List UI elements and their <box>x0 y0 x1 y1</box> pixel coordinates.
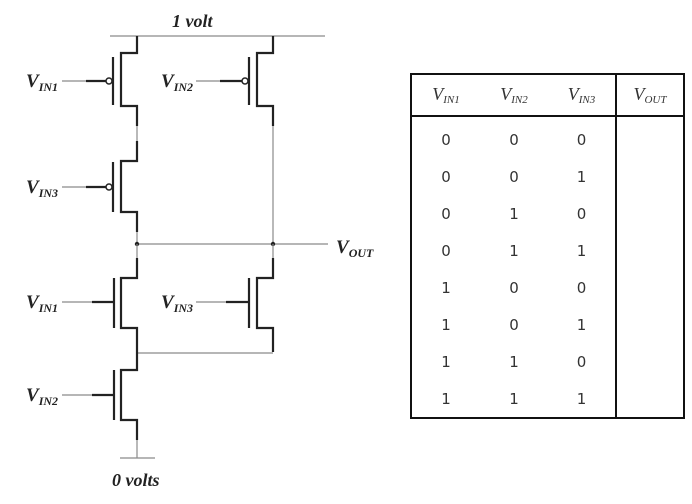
cell-vout[interactable] <box>615 380 684 418</box>
table-row: 0 1 1 <box>411 232 684 269</box>
cell-vin2: 1 <box>509 204 519 223</box>
header-vout: VOUT <box>615 74 684 117</box>
header-vin3: VIN3 <box>548 74 616 117</box>
cell-vout[interactable] <box>615 232 684 269</box>
cell-vin1: 1 <box>441 389 451 408</box>
nmos-transistor-in1: VIN1 <box>26 258 139 352</box>
cell-vin1: 1 <box>441 352 451 371</box>
gate-label-nmos-in1: VIN1 <box>26 292 58 315</box>
gate-label-pmos-in1: VIN1 <box>26 71 58 94</box>
gate-label-pmos-in3: VIN3 <box>26 177 58 200</box>
cell-vout[interactable] <box>615 343 684 380</box>
table-row: 0 1 0 <box>411 195 684 232</box>
cell-vin3: 1 <box>576 167 587 186</box>
cell-vin2: 0 <box>509 130 519 149</box>
cell-vout[interactable] <box>615 195 684 232</box>
cell-vin2: 0 <box>509 315 519 334</box>
cell-vout[interactable] <box>615 116 684 158</box>
cell-vin3: 1 <box>576 389 587 408</box>
output-label: VOUT <box>336 237 374 260</box>
pmos-transistor-in2: VIN2 <box>161 36 275 126</box>
nmos-transistor-in3: VIN3 <box>161 258 275 352</box>
pmos-transistor-in1: VIN1 <box>26 36 139 126</box>
nmos-transistor-in2: VIN2 <box>26 352 139 440</box>
cell-vin1: 0 <box>441 241 451 260</box>
cell-vin3: 1 <box>576 241 587 260</box>
cell-vin1: 0 <box>441 167 451 186</box>
cell-vin3: 0 <box>576 204 587 223</box>
table-row: 1 0 1 <box>411 306 684 343</box>
table-row: 0 0 1 <box>411 158 684 195</box>
supply-label: 1 volt <box>172 11 213 31</box>
cell-vin2: 0 <box>509 278 519 297</box>
gate-label-nmos-in3: VIN3 <box>161 292 193 315</box>
table-row: 0 0 0 <box>411 116 684 158</box>
table-row: 1 0 0 <box>411 269 684 306</box>
cell-vin2: 1 <box>509 389 519 408</box>
cell-vin3: 0 <box>576 352 587 371</box>
header-vin1: VIN1 <box>411 74 480 117</box>
cell-vin2: 1 <box>509 241 519 260</box>
gate-label-nmos-in2: VIN2 <box>26 385 58 408</box>
cell-vout[interactable] <box>615 158 684 195</box>
cell-vin2: 1 <box>509 352 519 371</box>
table-row: 1 1 0 <box>411 343 684 380</box>
cell-vin2: 0 <box>509 167 519 186</box>
cell-vin1: 0 <box>441 204 451 223</box>
cell-vin1: 1 <box>441 315 451 334</box>
ground-label: 0 volts <box>112 470 160 490</box>
table-row: 1 1 1 <box>411 380 684 418</box>
cmos-circuit-diagram: 1 volt VIN1 VIN3 VIN2 VOUT <box>26 11 374 490</box>
cell-vout[interactable] <box>615 306 684 343</box>
cell-vin1: 1 <box>441 278 451 297</box>
pmos-transistor-in3: VIN3 <box>26 141 139 232</box>
cell-vin3: 0 <box>576 130 587 149</box>
table-header-row: VIN1 VIN2 VIN3 VOUT <box>411 74 684 117</box>
cell-vin1: 0 <box>441 130 451 149</box>
cell-vin3: 1 <box>576 315 587 334</box>
cell-vout[interactable] <box>615 269 684 306</box>
gate-label-pmos-in2: VIN2 <box>161 71 193 94</box>
header-vin2: VIN2 <box>480 74 548 117</box>
cell-vin3: 0 <box>576 278 587 297</box>
